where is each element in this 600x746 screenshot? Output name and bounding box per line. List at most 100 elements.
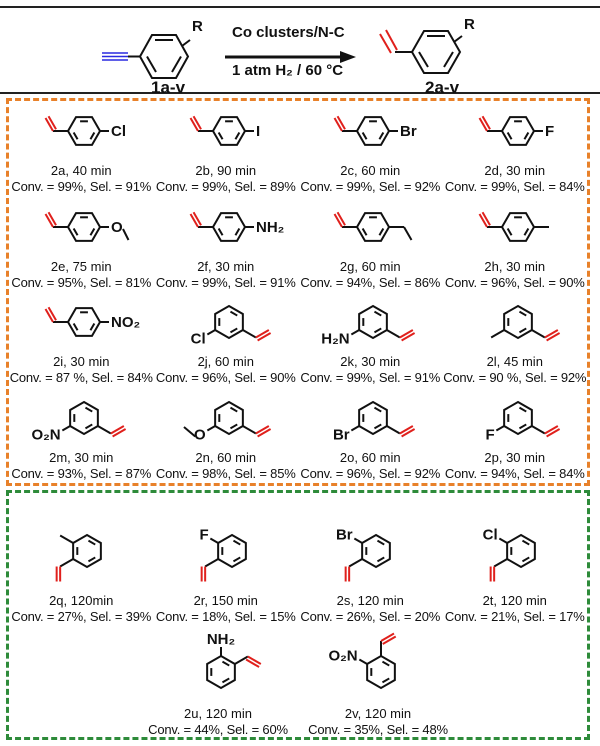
product-id-time: 2s, 120 min (336, 593, 404, 608)
substituent-label: Br (336, 527, 353, 544)
methyl-bond (182, 425, 196, 437)
product-id-time: 2c, 60 min (340, 163, 401, 178)
substituent-label: Br (333, 426, 350, 443)
r-group-label: R (192, 18, 203, 35)
vinyl-single-bond (386, 424, 401, 434)
product-id-time: 2g, 60 min (339, 258, 401, 274)
substituent-label: Cl (190, 331, 205, 348)
conversion-selectivity: Conv. = 87 %, Sel. = 84% (9, 370, 153, 385)
molecule-structure: O (182, 400, 271, 443)
conversion-selectivity: Conv. = 90 %, Sel. = 92% (443, 370, 587, 385)
benzene-ring (366, 654, 396, 690)
molecule-structure (478, 211, 549, 242)
substituent-bond (209, 537, 219, 544)
vinyl-double-bond (44, 115, 57, 132)
conversion-selectivity: Conv. = 96%, Sel. = 90% (155, 370, 296, 385)
molecule-structure: NO₂ (44, 306, 140, 337)
product-id-time: 2j, 60 min (197, 354, 254, 369)
substituent-bond (206, 329, 216, 336)
benzene-ring-product (395, 30, 463, 74)
molecule-structure: F (478, 115, 554, 146)
vinyl-double-bond (189, 115, 202, 132)
product-id-time: 2h, 30 min (484, 258, 546, 274)
vinyl-double-bond (543, 329, 560, 342)
substituent-bond (498, 537, 508, 544)
substituent-bond (61, 424, 71, 431)
substituent-bond (358, 658, 368, 665)
molecule-structure: Cl (482, 527, 536, 582)
product-id-time: 2r, 150 min (193, 593, 258, 608)
benzene-ring (213, 400, 244, 435)
conditions-label: 1 atm H₂ / 60 °C (232, 62, 344, 79)
conversion-selectivity: Conv. = 99%, Sel. = 92% (300, 179, 441, 194)
benzene-ring (500, 211, 535, 242)
benzene-ring (355, 116, 391, 146)
benzene-ring (216, 533, 247, 569)
benzene-ring (361, 533, 391, 569)
molecule-structure (490, 304, 560, 342)
vinyl-single-bond (493, 558, 508, 568)
vinyl-single-bond (530, 424, 545, 434)
vinyl-double-bond (344, 566, 351, 582)
substituent-label: F (545, 123, 554, 140)
molecule-structure: O₂N (328, 632, 397, 690)
benzene-ring (211, 211, 246, 242)
substituent-label: O (111, 219, 123, 236)
benzene-ring (500, 116, 535, 146)
vinyl-double-bond (254, 424, 271, 437)
vinyl-double-bond (200, 566, 206, 582)
conversion-selectivity: Conv. = 96%, Sel. = 90% (444, 274, 585, 290)
vinyl-single-bond (386, 329, 401, 339)
reaction-scheme: R R Co clusters/N-C 1 atm H₂ / 60 °C 1a-… (0, 6, 600, 97)
conversion-selectivity: Conv. = 35%, Sel. = 48% (308, 722, 448, 737)
alkene-bond (379, 29, 398, 54)
substituent-bond (206, 424, 216, 431)
product-id-time: 2n, 60 min (195, 449, 257, 465)
molecule-structure: O₂N (31, 400, 127, 443)
product-id-time: 2t, 120 min (482, 593, 547, 608)
vinyl-single-bond (348, 558, 363, 568)
vinyl-single-bond (234, 655, 249, 665)
substituent-bond (353, 537, 363, 544)
molecule-structure (333, 211, 413, 242)
vinyl-double-bond (399, 424, 416, 437)
substituent-label: H₂N (321, 331, 349, 348)
molecule-structure: Br (336, 527, 391, 582)
start-material-label: 1a-v (151, 78, 186, 97)
product-id-time: 2p, 30 min (484, 449, 546, 465)
product-id-time: 2f, 30 min (197, 258, 255, 274)
substituent-bond (350, 424, 360, 431)
vinyl-single-bond (97, 424, 112, 434)
arrow-head (340, 51, 356, 63)
molecule-structure: NH₂ (206, 631, 262, 690)
vinyl-single-bond (530, 329, 545, 339)
molecule-structure: F (199, 527, 247, 582)
benzene-ring (66, 211, 102, 242)
substituent-label: NH₂ (207, 631, 235, 648)
substituent-bond (350, 329, 360, 336)
vinyl-double-bond (189, 211, 202, 227)
vinyl-double-bond (55, 566, 62, 582)
molecule-structure: F (485, 400, 560, 443)
product-id-time: 2u, 120 min (184, 706, 252, 721)
benzene-ring (502, 304, 533, 340)
r-group-label: R (464, 16, 475, 33)
vinyl-double-bond (478, 115, 491, 132)
substituent-label: NH₂ (256, 219, 284, 236)
molecule-structure: Br (333, 115, 417, 146)
benzene-ring (505, 533, 536, 569)
vinyl-double-bond (333, 115, 346, 132)
